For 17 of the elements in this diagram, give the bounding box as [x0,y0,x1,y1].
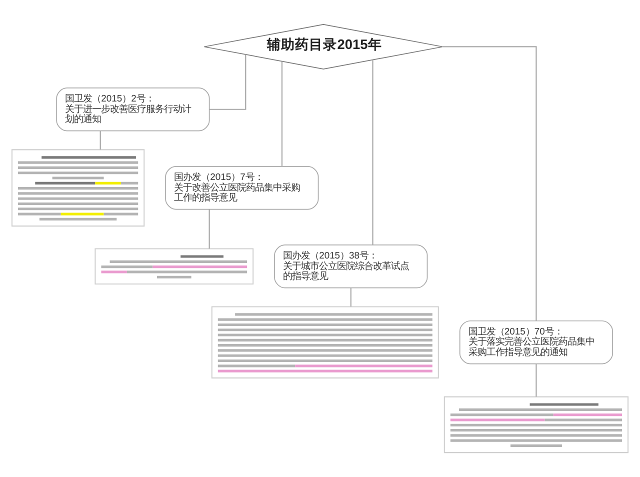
node-picture [211,306,439,378]
connector [372,60,374,245]
node-picture [444,396,629,454]
connector [100,130,101,150]
connector [442,46,537,321]
node-picture [94,248,254,284]
node-picture [11,149,145,227]
node-box: 国卫发（2015）2号： 关于进一步改善医疗服务行动计划的通知 [56,88,210,132]
connector [350,288,352,306]
connector [536,364,537,397]
connector [209,54,246,110]
connector [281,61,283,166]
connector [208,209,210,249]
node-diamond: 辅助药目录2015年 [204,24,444,70]
node-box: 国办发（2015）7号： 关于改善公立医院药品集中采购工作的指导意见 [165,166,319,210]
node-box: 国办发（2015）38号： 关于城市公立医院综合改革试点的指导意见 [274,244,428,288]
node-box: 国卫发（2015）70号： 关于落实完善公立医院药品集中采购工作指导意见的通知 [459,320,613,364]
